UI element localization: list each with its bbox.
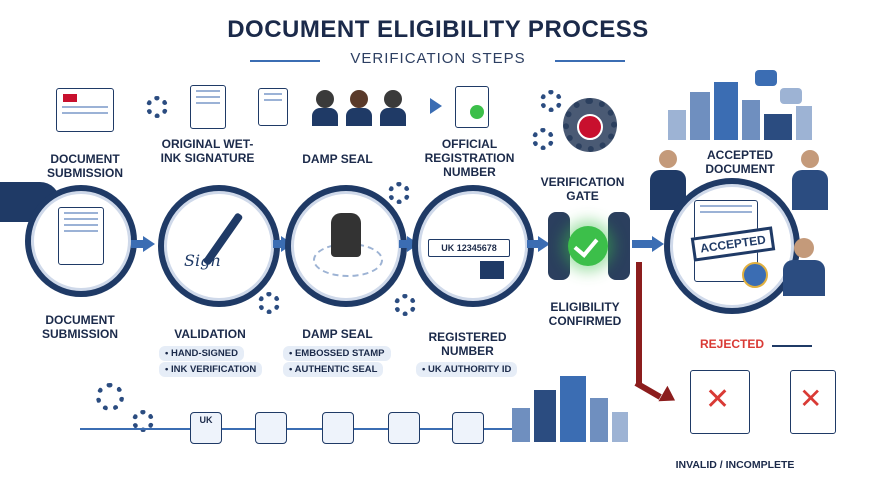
flow-arrow: [632, 240, 654, 248]
rejected-document-icon: ✕: [790, 370, 836, 434]
accepted-document-circle: ACCEPTED: [664, 178, 800, 314]
step-label-accepted-document: ACCEPTED DOCUMENT: [705, 148, 775, 176]
gear-icon: [96, 383, 124, 411]
step-label-eligibility-confirmed: ELIGIBILITY CONFIRMED: [548, 300, 622, 328]
step-circle-registration: UK 12345678: [412, 185, 534, 307]
uk-document-label: UK: [199, 415, 213, 425]
laptop-document-icon: [56, 88, 114, 132]
flow-arrowhead: [538, 236, 550, 252]
bottom-connector-line: [80, 428, 520, 430]
flow-arrowhead: [652, 236, 664, 252]
step-label-damp-seal-2: DAMP SEAL: [302, 327, 373, 341]
page-title: DOCUMENT ELIGIBILITY PROCESS: [227, 16, 649, 43]
chat-bubble-icon: [755, 70, 777, 86]
step-label-document-submission-2: DOCUMENT SUBMISSION: [41, 313, 118, 341]
clipboard-edit-icon: [322, 412, 354, 444]
flow-arrow: [399, 240, 409, 248]
step-circle-signature: Sign: [158, 185, 280, 307]
step-label-verification-gate: VERIFICATION GATE: [540, 175, 625, 203]
gear-icon: [132, 410, 154, 432]
gear-icon: [388, 182, 410, 204]
pill-ink-verification: • INK VERIFICATION: [159, 362, 263, 377]
step-label-registration-number: OFFICIAL REGISTRATION NUMBER: [424, 137, 515, 179]
reject-arrowhead: [658, 385, 680, 409]
person-icon: [790, 150, 830, 210]
subtitle-rule-right: [555, 60, 625, 62]
growth-chart-icon: [452, 412, 484, 444]
scroll-icon: [258, 88, 288, 126]
registration-number-field: UK 12345678: [428, 239, 510, 257]
step-circle-damp-seal: [285, 185, 407, 307]
rejected-document-icon: ✕: [690, 370, 750, 434]
rejected-caption: INVALID / INCOMPLETE: [675, 459, 795, 471]
uk-gear-icon: [563, 98, 617, 152]
step-label-document-submission: DOCUMENT SUBMISSION: [46, 152, 123, 180]
x-mark-icon: ✕: [799, 383, 823, 414]
gear-icon: [540, 90, 562, 112]
flow-arrow: [131, 240, 143, 248]
step-label-validation: VALIDATION: [174, 327, 246, 341]
gear-icon: [532, 128, 554, 150]
step-label-wet-ink-signature: ORIGINAL WET-INK SIGNATURE: [160, 137, 255, 165]
page-subtitle: VERIFICATION STEPS: [350, 50, 526, 67]
signed-document-icon: [190, 85, 226, 129]
flow-arrow: [273, 240, 283, 248]
pill-hand-signed: • HAND-SIGNED: [159, 346, 244, 361]
reject-path-line: [634, 380, 662, 400]
pill-authentic-seal: • AUTHENTIC SEAL: [283, 362, 384, 377]
subtitle-rule-left: [250, 60, 320, 62]
gear-icon: [146, 96, 168, 118]
check-circle-icon: [568, 226, 608, 266]
flow-arrow: [527, 240, 539, 248]
gate-post-left: [548, 212, 570, 280]
arrow-right-icon: [430, 98, 442, 114]
rejected-connector: [772, 345, 812, 347]
step-label-damp-seal: DAMP SEAL: [302, 152, 373, 166]
gate-post-right: [608, 212, 630, 280]
monitor-icon: [480, 261, 504, 279]
stamp-icon: [331, 213, 361, 257]
uk-document-icon: UK: [190, 412, 222, 444]
gear-icon: [394, 294, 416, 316]
x-mark-icon: ✕: [705, 383, 731, 416]
officials-group-icon: [312, 90, 416, 126]
signature-scribble: Sign: [184, 251, 274, 270]
id-card-monitor-icon: [388, 412, 420, 444]
city-skyline-icon: [668, 80, 828, 140]
chat-bubble-icon: [780, 88, 802, 104]
clipboard-check-icon: [455, 86, 489, 128]
seal-badge-icon: [742, 262, 768, 288]
pill-uk-authority-id: • UK AUTHORITY ID: [416, 362, 518, 377]
step-label-registered-number: REGISTERED NUMBER: [428, 330, 507, 358]
city-skyline-icon: [512, 372, 632, 442]
flow-arrowhead: [143, 236, 155, 252]
uk-flag-icon: [63, 94, 77, 102]
check-icon: [573, 232, 599, 258]
government-building-icon: [255, 412, 287, 444]
rejected-label: REJECTED: [700, 337, 765, 351]
person-with-laptop-icon: [780, 238, 828, 298]
pill-embossed-stamp: • EMBOSSED STAMP: [283, 346, 391, 361]
step-circle-submission: [25, 185, 137, 297]
gear-icon: [258, 292, 280, 314]
reject-path-line: [636, 262, 642, 384]
